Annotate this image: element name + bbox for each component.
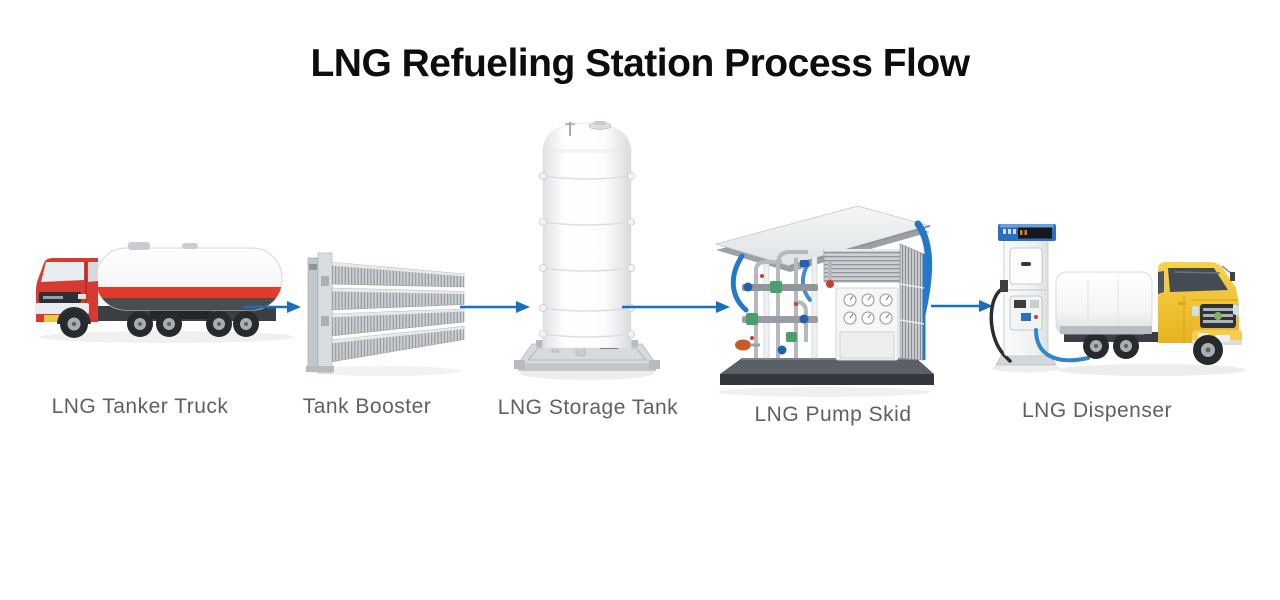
lng-delivery-truck-icon: [1055, 262, 1246, 376]
flow-arrow-2: [460, 301, 530, 313]
stage-label-lng-pump-skid: LNG Pump Skid: [754, 403, 912, 426]
lng-tanker-truck-icon: [35, 242, 295, 343]
stage-label-lng-storage-tank: LNG Storage Tank: [497, 396, 679, 419]
stage-label-lng-dispenser: LNG Dispenser: [1021, 399, 1173, 422]
tank-booster-icon: [306, 252, 465, 376]
lng-dispenser-icon: [989, 224, 1060, 373]
flow-arrow-3: [622, 301, 730, 313]
lng-pump-skid-icon: [714, 205, 934, 397]
flow-arrow-4: [931, 300, 993, 312]
page-title: LNG Refueling Station Process Flow: [310, 42, 970, 85]
stage-label-tank-booster: Tank Booster: [302, 395, 432, 418]
fueling-hose-icon: [1034, 328, 1090, 363]
lng-storage-tank-icon: [514, 121, 660, 380]
flow-arrow-1: [243, 301, 301, 313]
stage-label-lng-tanker-truck: LNG Tanker Truck: [51, 395, 229, 418]
